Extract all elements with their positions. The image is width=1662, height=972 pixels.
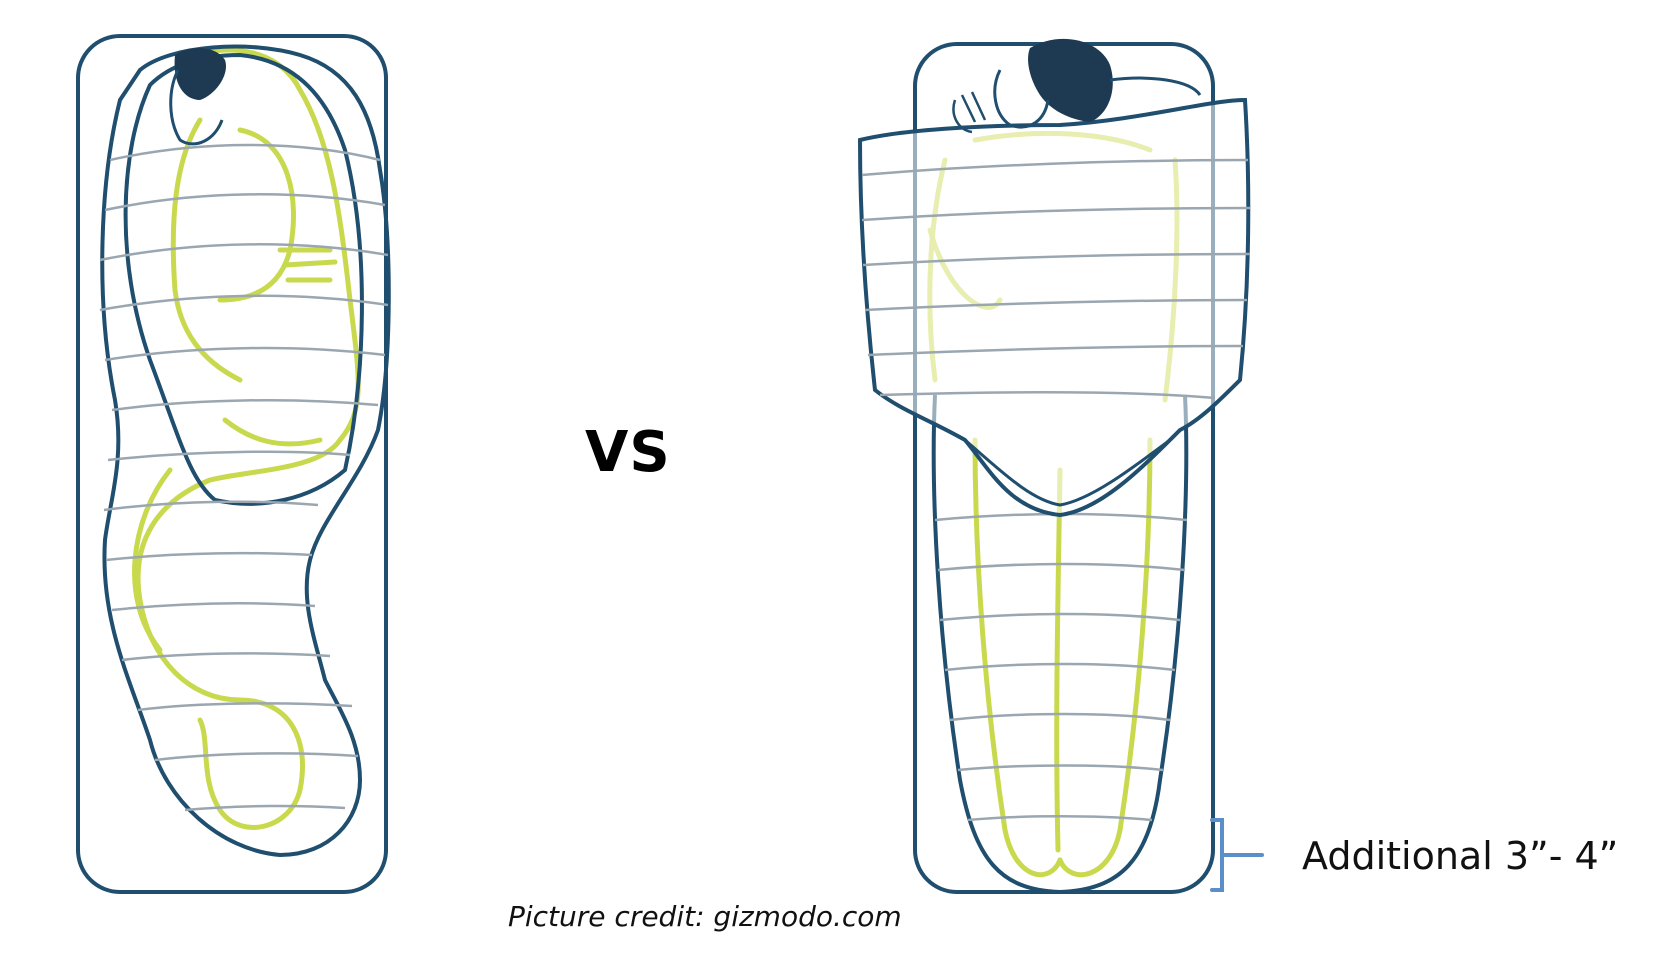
length-note: Additional 3”- 4” — [1302, 834, 1619, 878]
left-hood-opening — [123, 52, 364, 506]
right-footbox-baffles — [934, 512, 1188, 822]
right-bag-footbox — [931, 394, 1189, 895]
right-illustration — [857, 38, 1251, 895]
right-sleeper-head — [952, 38, 1202, 134]
left-bag-baffles — [99, 143, 389, 812]
picture-credit: Picture credit: gizmodo.com — [508, 900, 902, 933]
left-sleeper-body — [132, 47, 361, 830]
comparison-label: VS — [585, 420, 671, 485]
left-illustration — [76, 34, 391, 894]
left-sleeping-pad — [76, 34, 388, 894]
left-bag-outline — [100, 44, 391, 858]
right-quilt-shell — [857, 97, 1251, 518]
right-quilt-baffles — [861, 158, 1251, 400]
length-bracket — [1210, 818, 1264, 892]
right-quilt-opening — [964, 438, 1171, 507]
left-sleeper-head — [169, 48, 226, 146]
